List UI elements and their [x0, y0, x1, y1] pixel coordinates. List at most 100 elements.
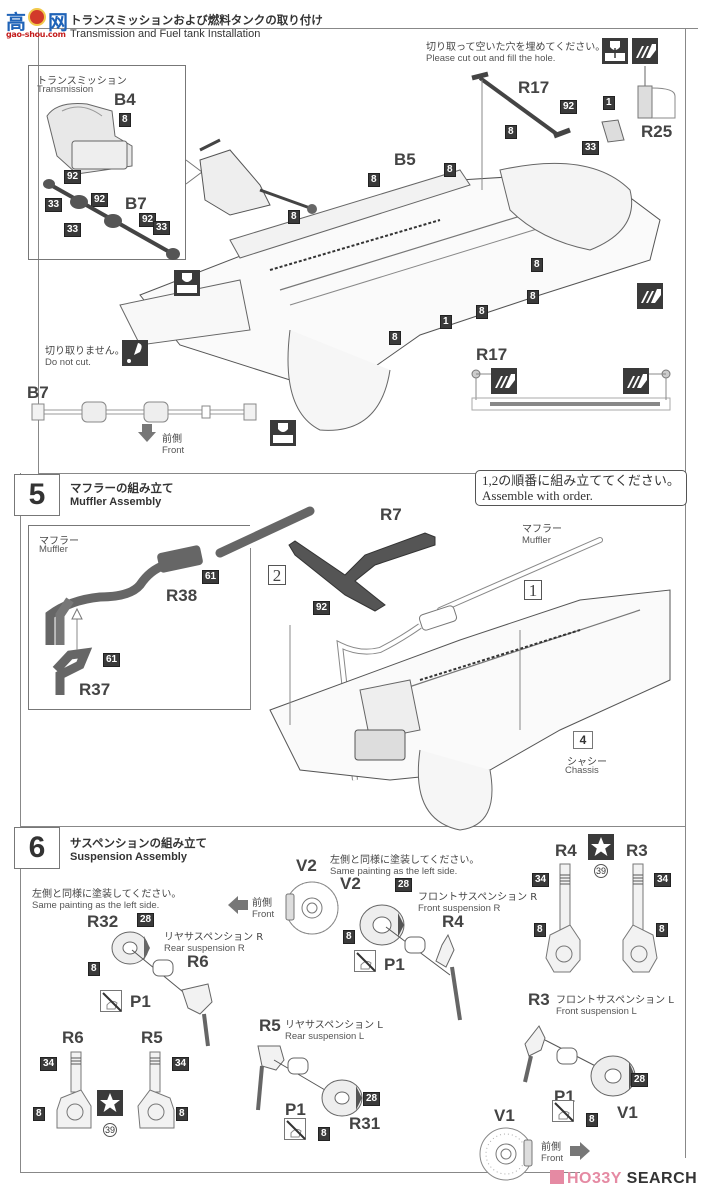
cutout-note-en: Please cut out and fill the hole. [426, 53, 556, 64]
front-suspension-l-jp: フロントサスペンション L [556, 995, 674, 1006]
rear-bar-r17-illustration [471, 71, 571, 190]
step5-title-jp: マフラーの組み立て [70, 481, 174, 495]
star-glyph [100, 1093, 120, 1112]
chassis-number-box: 4 [573, 731, 593, 749]
part-r4-label: R4 [442, 912, 464, 931]
paint-code-8: 8 [343, 930, 355, 944]
assembly-order-note: 1,2の順番に組み立ててください。 Assemble with order. [475, 470, 687, 506]
front-label-jp: 前側 [252, 898, 272, 909]
do-not-cut-en: Do not cut. [45, 357, 91, 368]
part-b5-label: B5 [394, 150, 416, 169]
driveshaft-b7-detail [31, 401, 257, 423]
no-paint-icon [284, 1118, 306, 1140]
front-suspension-r-en: Front suspension R [418, 903, 501, 914]
no-paint-icon [552, 1100, 574, 1122]
star-decal-icon [97, 1090, 123, 1116]
step5-number: 5 [14, 474, 60, 516]
part-r7-label: R7 [380, 505, 402, 524]
chassis-illustration-step5 [269, 537, 671, 831]
muffler-inset-label-jp: マフラー [39, 536, 79, 547]
part-r31-label: R31 [349, 1114, 381, 1133]
same-painting-jp: 左側と同様に塗装してください。 [32, 889, 182, 900]
rear-suspension-l-illustration [256, 1045, 363, 1117]
page-top-border [38, 28, 698, 29]
front-suspension-r-label: フロントサスペンション R Front suspension R [418, 888, 537, 914]
part-p1-label: P1 [384, 955, 405, 974]
part-p1-label: P1 [130, 992, 151, 1011]
front-arrow-left-stem [238, 900, 248, 910]
strut-r4-illustration [545, 863, 581, 973]
front-label-right: 前側 Front [541, 1138, 563, 1164]
drill-hole-icon [270, 420, 296, 446]
paint-code-8: 8 [88, 962, 100, 976]
paint-code-8: 8 [318, 1127, 330, 1141]
sequence-2-marker: 2 [268, 565, 286, 585]
paint-code-34: 34 [532, 873, 550, 887]
paint-code-33: 33 [153, 221, 171, 235]
step4-header: トランスミッションおよび燃料タンクの取り付け Transmission and … [70, 12, 323, 40]
paint-code-28: 28 [137, 913, 155, 927]
front-suspension-r-illustration [359, 904, 462, 1021]
step6-top-border [20, 826, 686, 827]
hobby-search-brand-b: SEARCH [626, 1170, 698, 1187]
brake-disc-v2-illustration [285, 881, 339, 935]
putty-fill-glyph [636, 44, 656, 58]
no-paint-glyph [554, 1102, 574, 1122]
muffler-r38-illustration [45, 506, 315, 695]
part-b7-detail-label: B7 [27, 383, 49, 402]
paint-code-92: 92 [313, 601, 331, 615]
star-glyph [591, 837, 611, 856]
order-note-en: Assemble with order. [482, 488, 593, 503]
paint-code-28: 28 [395, 878, 413, 892]
front-suspension-r-jp: フロントサスペンション R [418, 892, 538, 903]
paint-code-8: 8 [534, 923, 546, 937]
paint-code-28: 28 [363, 1092, 381, 1106]
paint-code-8: 8 [476, 305, 488, 319]
muffler-inset: マフラー Muffler [28, 525, 250, 710]
order-note-jp: 1,2の順番に組み立ててください。 [482, 473, 680, 488]
paint-code-33: 33 [582, 141, 600, 155]
strut-r6-illustration [56, 1051, 92, 1129]
part-r4-decal-label: R4 [555, 841, 577, 860]
strut-r3-illustration [622, 863, 658, 973]
paint-code-33: 33 [64, 223, 82, 237]
paint-code-8: 8 [389, 331, 401, 345]
no-paint-icon [354, 950, 376, 972]
paint-code-92: 92 [64, 170, 82, 184]
part-r32-label: R32 [87, 912, 119, 931]
transmission-label-jp: トランスミッション [37, 76, 127, 87]
drill-hole-glyph [273, 423, 293, 443]
part-r17-label: R17 [518, 78, 550, 97]
front-suspension-l-illustration [523, 1025, 636, 1097]
paint-code-1: 1 [603, 96, 615, 110]
muffler-label: マフラー Muffler [522, 520, 562, 546]
rear-suspension-l-label: リヤサスペンション L Rear suspension L [285, 1016, 383, 1042]
rear-suspension-r-en: Rear suspension R [164, 943, 245, 954]
no-paint-glyph [102, 992, 122, 1012]
part-r6-decal-label: R6 [62, 1028, 84, 1047]
transmission-label-en: Transmission [37, 84, 94, 95]
paint-code-8: 8 [119, 113, 131, 127]
part-r6-label: R6 [187, 952, 209, 971]
step6-header: サスペンションの組み立て Suspension Assembly [70, 835, 207, 863]
no-paint-icon [100, 990, 122, 1012]
paint-code-61: 61 [202, 570, 220, 584]
step5-top-border [38, 473, 686, 474]
paint-code-92: 92 [91, 193, 109, 207]
front-arrow-right-icon [580, 1142, 590, 1160]
front-label-en: Front [252, 909, 275, 920]
putty-fill-glyph [627, 374, 647, 388]
step6-title-jp: サスペンションの組み立て [70, 836, 207, 850]
rear-suspension-l-en: Rear suspension L [285, 1031, 365, 1042]
paint-code-61: 61 [103, 653, 121, 667]
paint-code-8: 8 [505, 125, 517, 139]
hobby-search-logo-icon [550, 1170, 564, 1184]
front-suspension-l-label: フロントサスペンション L Front suspension L [556, 991, 674, 1017]
cutout-note: 切り取って空いた穴を埋めてください。 Please cut out and fi… [426, 38, 605, 64]
paint-code-34: 34 [172, 1057, 190, 1071]
rear-suspension-l-jp: リヤサスペンション L [285, 1020, 383, 1031]
sequence-1-marker: 1 [524, 580, 542, 600]
transmission-inset: トランスミッション Transmission B4 8 92 92 33 33 … [28, 65, 186, 260]
same-painting-en: Same painting as the left side. [330, 866, 458, 877]
paint-code-8: 8 [527, 290, 539, 304]
